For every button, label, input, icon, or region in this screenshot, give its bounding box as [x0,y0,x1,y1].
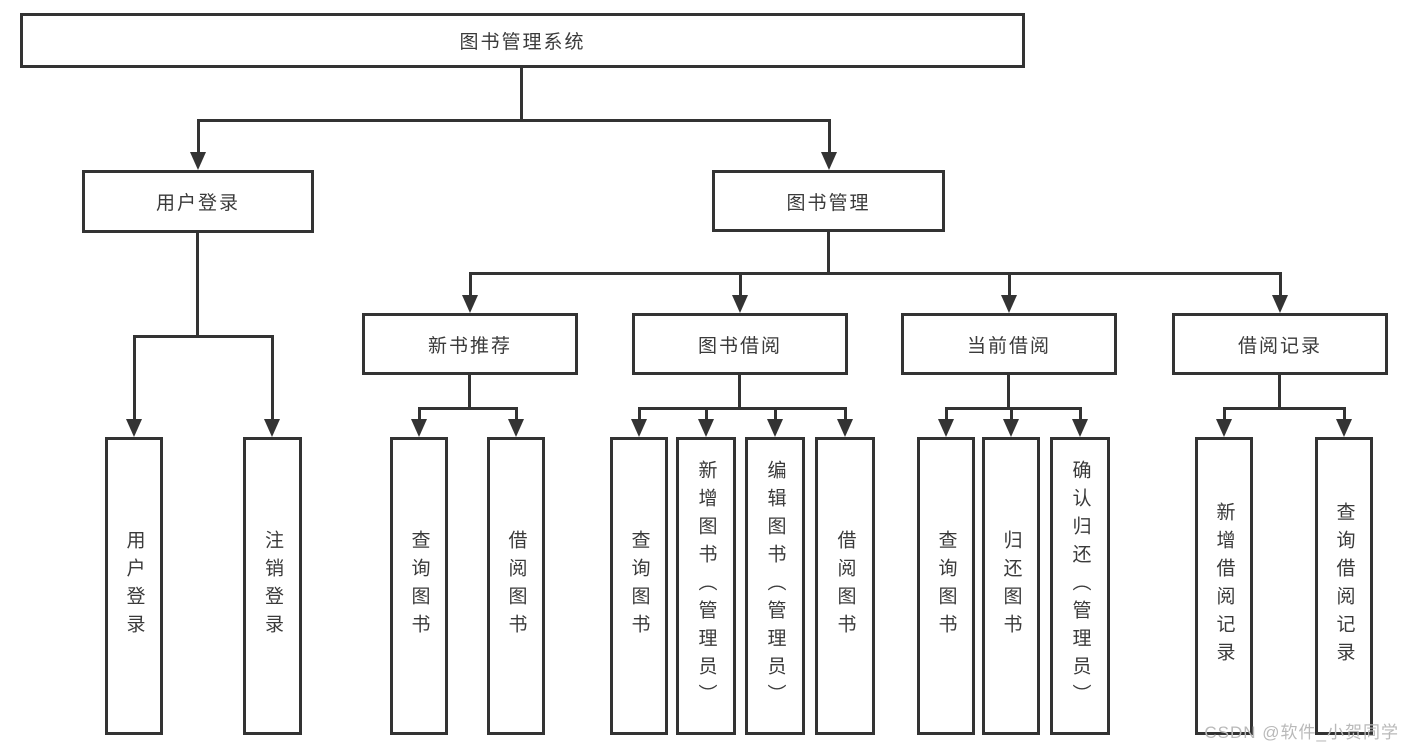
leaf-nb-borrow-books-label: 借阅图书 [505,530,527,642]
arrow-nb-borrow [508,407,524,437]
leaf-bb-borrow-books: 借阅图书 [815,437,875,735]
leaf-cb-return-books: 归还图书 [982,437,1040,735]
arrow-br-add [1216,407,1232,437]
leaf-br-add-record-label: 新增借阅记录 [1213,502,1235,670]
arrow-to-leaf-login [126,335,142,437]
connector-borrow-records-branch [1224,407,1345,410]
connector-root-branch [197,119,831,122]
leaf-cb-confirm-return: 确认归还（管理员） [1050,437,1110,735]
arrow-bb-borrow [837,407,853,437]
node-user-login-label: 用户登录 [155,193,240,214]
leaf-cb-query-books: 查询图书 [917,437,975,735]
connector-new-books-stem [468,375,471,410]
connector-current-borrow-branch [946,407,1081,410]
leaf-bb-add-books-label: 新增图书（管理员） [695,460,717,712]
leaf-logout-label: 注销登录 [262,530,283,642]
arrow-bb-edit [767,407,783,437]
watermark: CSDN @软件_小贺同学 [1204,723,1399,742]
leaf-nb-borrow-books: 借阅图书 [487,437,545,735]
leaf-user-login-label: 用户登录 [123,530,145,642]
leaf-user-login: 用户登录 [105,437,163,735]
connector-root-stem [520,68,523,122]
connector-book-mgmt-stem [827,232,830,275]
node-new-books-label: 新书推荐 [427,335,512,357]
node-book-borrow-label: 图书借阅 [697,335,782,357]
arrow-to-new-books [462,272,478,313]
arrow-to-borrow-records [1272,272,1288,313]
arrow-cb-query [938,407,954,437]
connector-new-books-branch [419,407,517,410]
node-new-books: 新书推荐 [362,313,578,375]
leaf-bb-query-books: 查询图书 [610,437,668,735]
leaf-bb-edit-books-label: 编辑图书（管理员） [764,460,786,712]
node-root-label: 图书管理系统 [459,32,586,53]
node-current-borrow-label: 当前借阅 [966,335,1051,357]
leaf-bb-edit-books: 编辑图书（管理员） [745,437,805,735]
connector-book-borrow-stem [738,375,741,410]
leaf-nb-query-books-label: 查询图书 [408,530,430,642]
arrow-cb-return [1003,407,1019,437]
arrow-br-query [1336,407,1352,437]
leaf-bb-borrow-books-label: 借阅图书 [834,530,856,642]
node-user-login: 用户登录 [82,170,314,233]
leaf-bb-query-books-label: 查询图书 [628,530,650,642]
leaf-br-query-record: 查询借阅记录 [1315,437,1373,735]
arrow-nb-query [411,407,427,437]
leaf-bb-add-books: 新增图书（管理员） [676,437,736,735]
node-borrow-records: 借阅记录 [1172,313,1388,375]
node-current-borrow: 当前借阅 [901,313,1117,375]
leaf-logout: 注销登录 [243,437,302,735]
node-borrow-records-label: 借阅记录 [1237,335,1322,357]
connector-user-login-branch [134,335,274,338]
leaf-cb-return-books-label: 归还图书 [1000,530,1022,642]
leaf-br-query-record-label: 查询借阅记录 [1333,502,1355,670]
arrow-to-leaf-logout [264,335,280,437]
leaf-cb-query-books-label: 查询图书 [935,530,957,642]
leaf-cb-confirm-return-label: 确认归还（管理员） [1069,460,1091,712]
connector-book-borrow-branch [639,407,846,410]
arrow-to-book-mgmt [821,119,837,170]
arrow-to-book-borrow [732,272,748,313]
arrow-to-user-login [190,119,206,170]
arrow-bb-query [631,407,647,437]
leaf-nb-query-books: 查询图书 [390,437,448,735]
node-book-mgmt: 图书管理 [712,170,945,232]
connector-user-login-stem [196,233,199,338]
arrow-cb-confirm [1072,407,1088,437]
arrow-to-current-borrow [1001,272,1017,313]
connector-borrow-records-stem [1278,375,1281,410]
node-book-mgmt-label: 图书管理 [786,192,871,214]
leaf-br-add-record: 新增借阅记录 [1195,437,1253,735]
node-root: 图书管理系统 [20,13,1025,68]
connector-current-borrow-stem [1007,375,1010,410]
connector-book-mgmt-branch [470,272,1282,275]
arrow-bb-add [698,407,714,437]
node-book-borrow: 图书借阅 [632,313,848,375]
